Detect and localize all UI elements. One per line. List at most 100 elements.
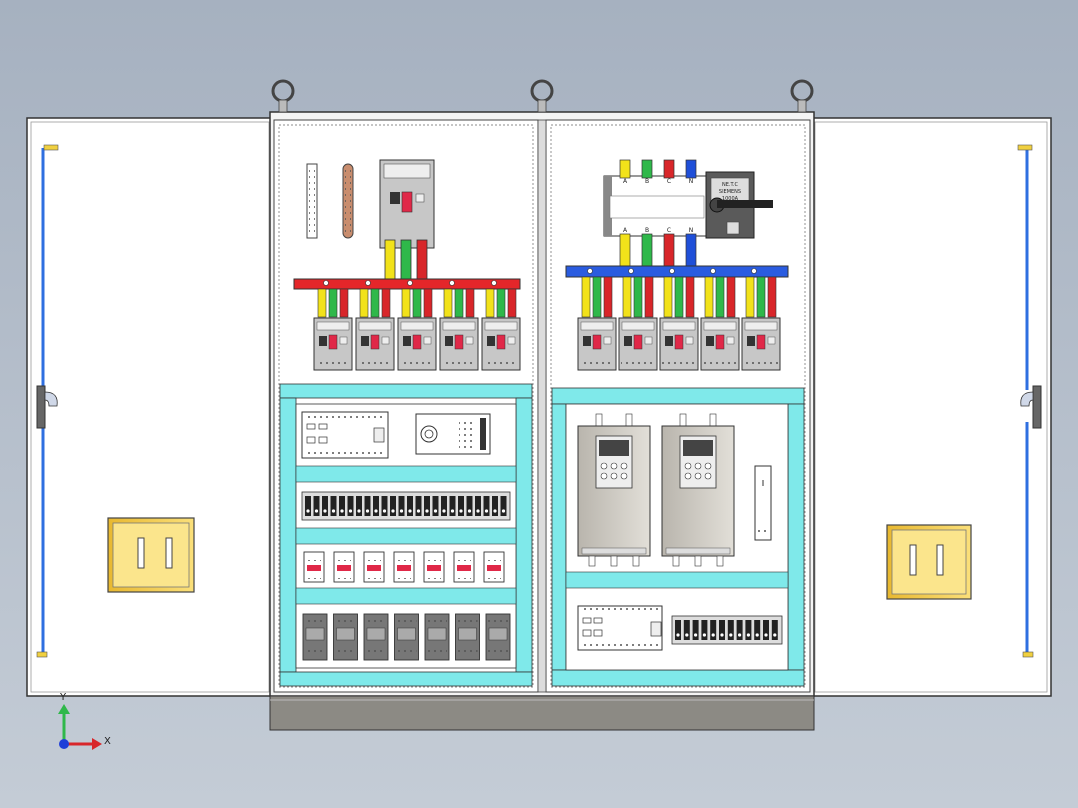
contactor-icon[interactable] — [363, 613, 389, 661]
phase-conductor — [603, 276, 613, 318]
contactor-icon[interactable] — [424, 613, 450, 661]
relay-icon[interactable] — [393, 551, 415, 583]
breaker-icon[interactable] — [397, 317, 437, 371]
relay-icon[interactable] — [483, 551, 505, 583]
switch-plate-text: 1000A — [722, 196, 739, 202]
contactor-icon[interactable] — [333, 613, 358, 661]
ats-output-bar — [663, 233, 675, 267]
terminal — [675, 620, 681, 640]
ats-top-label: B — [645, 178, 649, 185]
phase-conductor — [328, 288, 338, 318]
ats-bottom-label: B — [645, 227, 649, 234]
terminal — [710, 620, 717, 640]
breaker-icon[interactable] — [659, 317, 699, 371]
terminal — [322, 496, 328, 516]
terminal — [381, 496, 388, 516]
ats-input-bar — [641, 159, 653, 179]
door-handle-icon[interactable] — [886, 524, 972, 600]
terminal — [745, 620, 752, 640]
lifting-eye-icon — [271, 79, 295, 113]
ats-bottom-label: A — [623, 227, 628, 234]
relay-icon[interactable] — [423, 551, 445, 583]
terminal — [330, 496, 337, 516]
phase-conductor — [622, 276, 632, 318]
ats-output-bar — [685, 233, 697, 267]
relay-row — [303, 551, 505, 583]
ats-top-label: N — [689, 178, 694, 185]
contactor-icon[interactable] — [455, 613, 480, 661]
terminal-block-icon — [671, 615, 783, 645]
phase-conductor — [663, 276, 673, 318]
door-handle-icon[interactable] — [107, 517, 195, 593]
plc-module[interactable] — [577, 605, 663, 651]
breaker-icon[interactable] — [741, 317, 781, 371]
terminal — [339, 496, 345, 516]
phase-conductor — [454, 288, 464, 318]
phase-conductor — [581, 276, 591, 318]
ats-output-bar — [619, 233, 631, 267]
breaker-icon[interactable] — [481, 317, 521, 371]
terminal — [701, 620, 708, 640]
axis-x-label: X — [104, 736, 111, 747]
vfd-icon[interactable] — [661, 413, 735, 567]
breaker-icon[interactable] — [700, 317, 740, 371]
terminal — [771, 620, 778, 640]
axis-triad-icon: Y X — [58, 692, 111, 750]
phase-conductor — [745, 276, 755, 318]
terminal — [364, 496, 371, 516]
right-mounting-plate — [551, 387, 805, 687]
terminal — [719, 620, 725, 640]
switch-plate-text: NE.T.C — [722, 182, 739, 188]
phase-conductor — [685, 276, 695, 318]
power-supply[interactable] — [415, 413, 491, 455]
terminal — [483, 496, 490, 516]
phase-conductor — [496, 288, 506, 318]
vfd-icon[interactable] — [577, 413, 651, 567]
contactor-icon[interactable] — [302, 613, 328, 661]
terminal — [727, 620, 734, 640]
phase-conductor — [592, 276, 602, 318]
breaker-icon[interactable] — [313, 317, 353, 371]
right-door — [810, 117, 1052, 697]
ats-input-bar — [663, 159, 675, 179]
breaker-icon[interactable] — [439, 317, 479, 371]
breaker-icon[interactable] — [379, 159, 435, 249]
ats-input-bar — [619, 159, 631, 179]
module-row — [302, 613, 511, 661]
terminal — [683, 620, 690, 640]
phase-conductor — [767, 276, 777, 318]
signal-module[interactable] — [754, 465, 772, 541]
terminal — [390, 496, 396, 516]
terminal — [407, 496, 413, 516]
phase-conductor — [465, 288, 475, 318]
ats-output-bar — [641, 233, 653, 267]
plc-module[interactable] — [301, 411, 389, 459]
phase-conductor — [370, 288, 380, 318]
contactor-icon[interactable] — [485, 613, 511, 661]
contactor-icon[interactable] — [394, 613, 419, 661]
phase-conductor — [443, 288, 453, 318]
terminal — [356, 496, 362, 516]
terminal — [373, 496, 379, 516]
breaker-icon[interactable] — [618, 317, 658, 371]
relay-icon[interactable] — [453, 551, 475, 583]
ats-bottom-label: N — [689, 227, 694, 234]
cabinet-plinth — [269, 695, 815, 731]
phase-conductor — [423, 288, 433, 318]
relay-icon[interactable] — [363, 551, 385, 583]
terminal — [347, 496, 354, 516]
right-door-rod — [1017, 144, 1034, 658]
breaker-icon[interactable] — [577, 317, 617, 371]
left-top-distribution — [293, 159, 521, 371]
phase-conductor — [756, 276, 766, 318]
ats-top-label: C — [667, 178, 671, 185]
relay-icon[interactable] — [303, 551, 325, 583]
terminal — [692, 620, 699, 640]
terminal — [424, 496, 430, 516]
phase-conductor — [633, 276, 643, 318]
relay-icon[interactable] — [333, 551, 355, 583]
breaker-icon[interactable] — [355, 317, 395, 371]
